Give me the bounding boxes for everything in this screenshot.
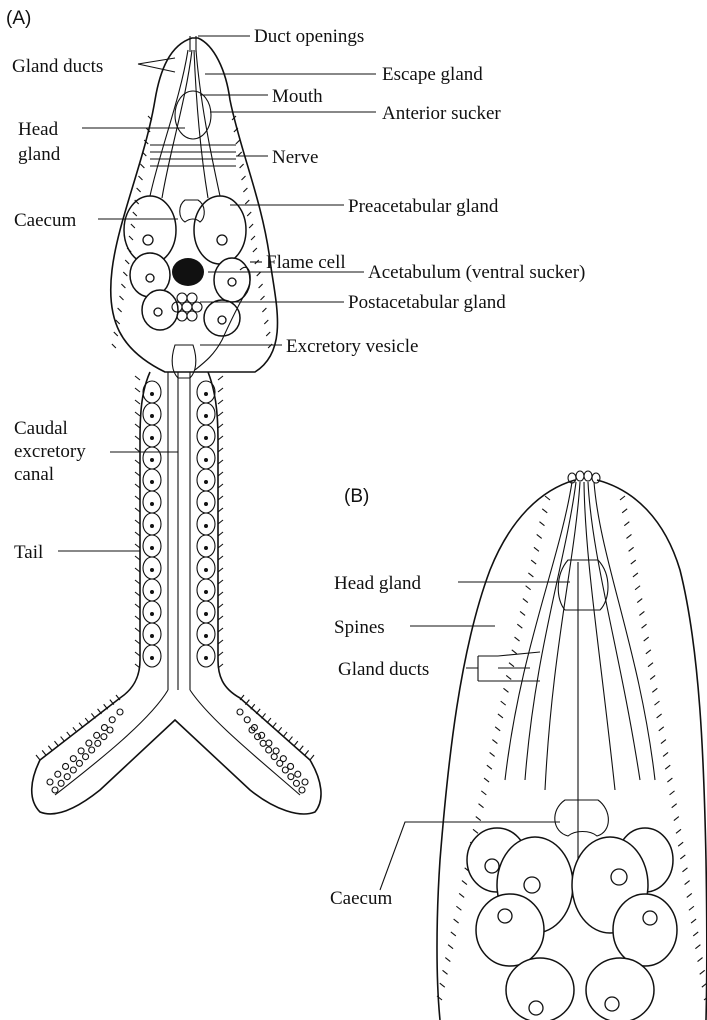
tail-cells <box>143 381 215 667</box>
label-head-gland-a-2: gland <box>18 144 61 165</box>
label-gland-ducts-a: Gland ducts <box>12 56 103 77</box>
label-duct-openings: Duct openings <box>254 26 364 47</box>
label-spines: Spines <box>334 617 385 638</box>
panel-b-figure <box>437 471 707 1020</box>
label-head-gland-a-1: Head <box>18 119 59 140</box>
label-postacetabular-gland: Postacetabular gland <box>348 292 506 313</box>
panel-b-label: (B) <box>344 486 369 507</box>
label-escape-gland: Escape gland <box>382 64 483 85</box>
label-excretory-vesicle: Excretory vesicle <box>286 336 418 357</box>
label-caudal-1: Caudal <box>14 418 68 439</box>
acetabulum <box>172 258 204 286</box>
label-caudal-3: canal <box>14 464 54 485</box>
label-caudal-2: excretory <box>14 441 86 462</box>
label-nerve: Nerve <box>272 147 318 168</box>
label-head-gland-b: Head gland <box>334 573 422 594</box>
head-gland-b <box>558 560 608 610</box>
label-caecum-a: Caecum <box>14 210 76 231</box>
label-flame-cell: Flame cell <box>266 252 346 273</box>
label-caecum-b: Caecum <box>330 888 392 909</box>
label-tail: Tail <box>14 542 43 563</box>
tail-spines <box>36 376 314 760</box>
labels: (A) Duct openings Gland ducts Escape gla… <box>6 8 585 909</box>
caecum-b <box>555 800 609 836</box>
excretory-vesicle <box>172 345 196 378</box>
panel-a-label: (A) <box>6 8 31 29</box>
label-preacetabular-gland: Preacetabular gland <box>348 196 499 217</box>
tail-outline <box>32 372 321 814</box>
gland-cells-b <box>467 828 677 1020</box>
label-gland-ducts-b: Gland ducts <box>338 659 429 680</box>
label-anterior-sucker: Anterior sucker <box>382 103 501 124</box>
label-mouth: Mouth <box>272 86 323 107</box>
label-acetabulum: Acetabulum (ventral sucker) <box>368 262 585 283</box>
